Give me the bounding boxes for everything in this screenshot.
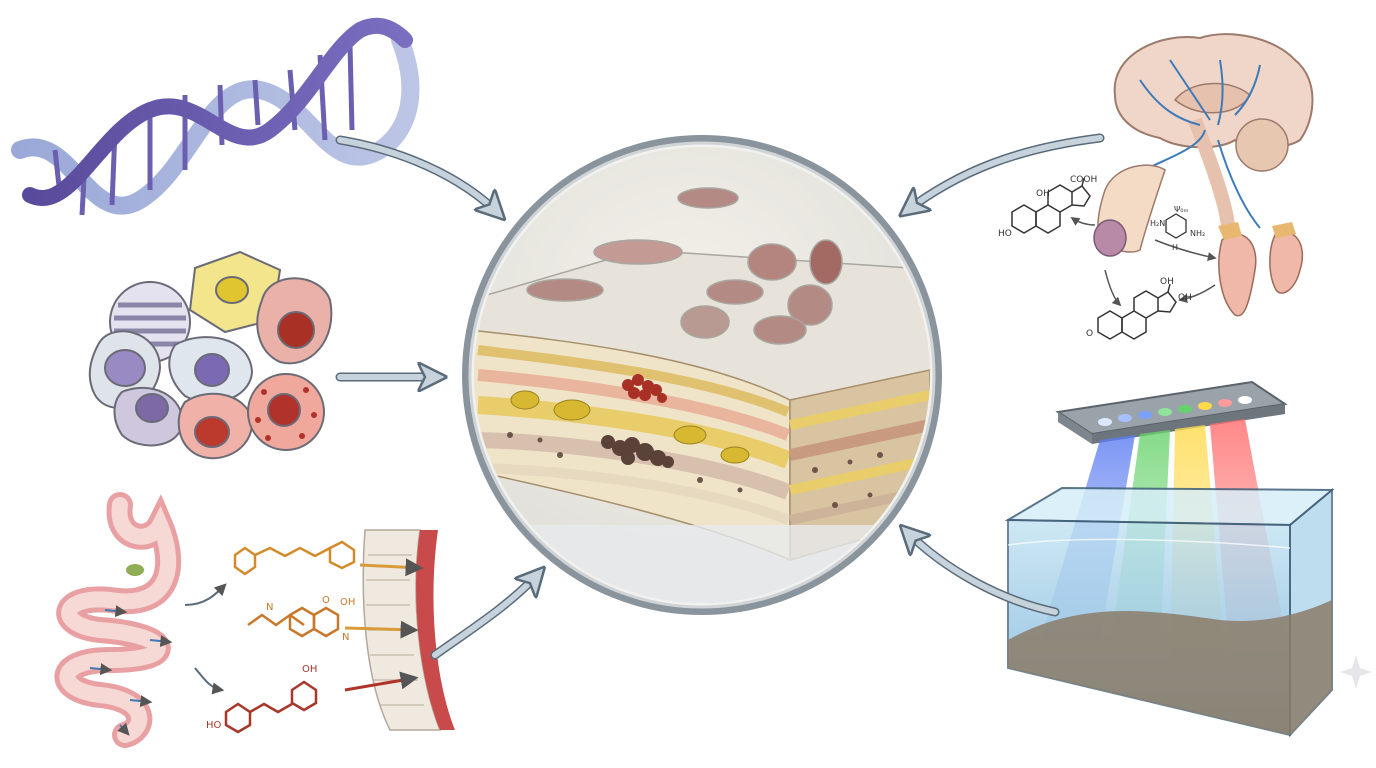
water-tank-icon (1004, 486, 1335, 738)
cortisol-structure-icon: OH COOH HO (998, 175, 1097, 239)
testosterone-oh2-label: OH (1178, 293, 1192, 303)
dna-helix-icon (11, 17, 420, 216)
testosterone-oh-label: OH (1160, 277, 1174, 287)
arrow-diet-to-lens (430, 572, 540, 660)
riboflavin-oh-label: OH (340, 597, 355, 608)
arrow-dna-to-lens (335, 135, 500, 215)
skin-cross-section-lens (462, 135, 942, 615)
cortisol-oh-label: OH (1036, 189, 1050, 199)
polyphenol-oh-label: OH (302, 664, 317, 675)
cortisol-cooh-label: COOH (1070, 175, 1097, 185)
epidermis-cells (474, 187, 930, 401)
amine-structure-icon: H₂N Ψ₀ₘ NH₂ H (1150, 205, 1205, 252)
polyphenol-molecule-icon: OH HO (206, 664, 317, 734)
digestive-tract-icon (54, 492, 227, 748)
brain-hormone-icon (1070, 33, 1314, 317)
arrow-environment-to-lens (905, 530, 1060, 617)
intestinal-wall-icon (344, 529, 455, 731)
sparkle-icon (1340, 655, 1372, 689)
amine-h2n-label: H₂N (1150, 219, 1165, 228)
amine-nh2-label: NH₂ (1190, 229, 1205, 238)
riboflavin-o-label: O (322, 595, 330, 606)
amine-top-label: Ψ₀ₘ (1174, 205, 1189, 214)
carotenoid-molecule-icon (233, 540, 356, 576)
riboflavin-n2-label: N (342, 632, 349, 643)
skin-cells-cluster-icon (88, 250, 333, 460)
testosterone-o-label: O (1086, 329, 1093, 339)
polyphenol-ho-label: HO (206, 720, 222, 731)
arrow-hormones-to-lens (905, 133, 1105, 212)
testosterone-structure-icon: O OH OH (1086, 277, 1192, 340)
amine-h-label: H (1172, 243, 1178, 252)
riboflavin-molecule-icon: O OH N N (247, 595, 355, 643)
cortisol-ho-label: HO (998, 229, 1012, 239)
riboflavin-n1-label: N (266, 602, 273, 613)
